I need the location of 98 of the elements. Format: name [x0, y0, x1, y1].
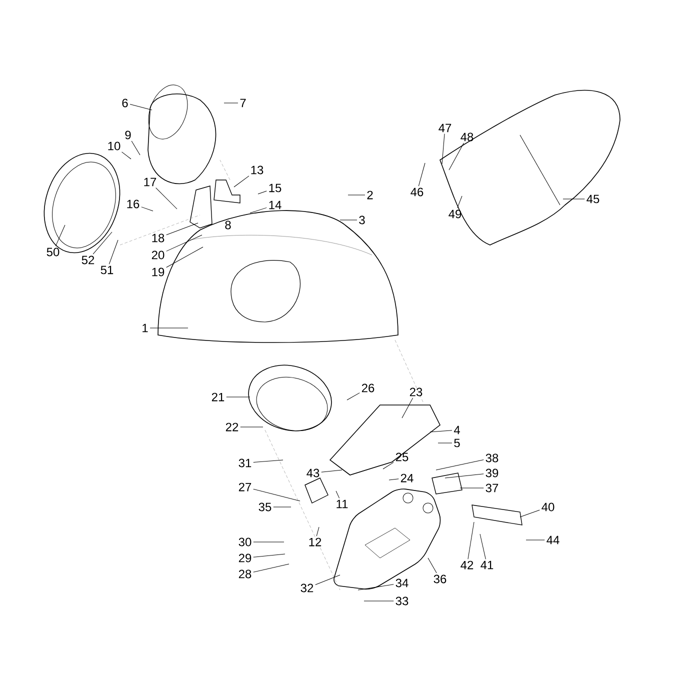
leader-line — [130, 104, 152, 110]
callout-number: 28 — [238, 570, 252, 578]
callout-number: 49 — [448, 210, 462, 218]
leader-line — [436, 460, 484, 470]
callout-number: 51 — [100, 266, 114, 274]
leader-line — [253, 554, 286, 558]
callout-number: 24 — [400, 474, 414, 482]
leader-line — [468, 522, 474, 560]
callout-number: 47 — [438, 124, 452, 132]
leader-line — [250, 207, 267, 214]
leader-line — [166, 234, 202, 252]
callout-number: 39 — [486, 468, 498, 478]
callout-number: 17 — [144, 178, 156, 186]
callout-number: 41 — [480, 560, 494, 570]
callout-number: 15 — [269, 184, 282, 192]
callout-number: 9 — [125, 130, 131, 140]
callout-number: 1 — [142, 324, 148, 332]
callout-number: 44 — [546, 536, 560, 544]
leader-line — [448, 142, 464, 170]
callout-number: 11 — [336, 500, 348, 508]
callout-number: 20 — [152, 250, 164, 260]
leader-line — [122, 152, 132, 160]
callout-number: 2 — [367, 190, 373, 200]
callout-number: 45 — [586, 194, 600, 204]
leader-line — [418, 162, 426, 186]
leader-line — [273, 506, 292, 508]
callout-number: 13 — [251, 166, 264, 174]
leader-line — [226, 396, 250, 398]
callout-number: 3 — [359, 216, 365, 224]
callout-number: 32 — [300, 584, 314, 592]
leader-line — [141, 206, 154, 212]
callout-number: 16 — [127, 200, 140, 208]
callout-number: 43 — [306, 468, 320, 478]
callout-number: 8 — [225, 220, 231, 230]
leader-line — [321, 470, 342, 472]
leader-line — [388, 478, 399, 480]
leader-line — [336, 490, 340, 498]
leader-line — [240, 426, 264, 428]
leader-line — [253, 564, 290, 572]
callout-number: 33 — [396, 596, 408, 606]
leader-line — [166, 246, 204, 268]
callout-number: 7 — [240, 98, 246, 108]
callout-number: 6 — [122, 98, 128, 108]
leader-line — [364, 600, 394, 602]
leader-line — [131, 140, 140, 156]
leader-line — [348, 194, 366, 196]
callout-number: 31 — [238, 458, 252, 468]
callout-number: 36 — [434, 574, 446, 584]
callout-number: 25 — [396, 452, 408, 462]
leader-line — [444, 474, 484, 478]
leader-line — [520, 510, 540, 518]
callout-number: 19 — [152, 268, 164, 276]
leader-line — [480, 534, 486, 560]
callout-number: 23 — [410, 388, 422, 396]
callout-number: 12 — [309, 538, 322, 546]
leader-line — [358, 584, 394, 590]
callout-number: 38 — [486, 454, 498, 462]
leader-line — [402, 398, 414, 418]
callout-number: 52 — [82, 256, 94, 264]
callout-number: 21 — [212, 392, 224, 402]
callout-number: 30 — [238, 538, 252, 546]
leader-line — [442, 134, 445, 164]
leader-line — [166, 222, 198, 236]
callout-number: 18 — [152, 234, 164, 242]
leader-line — [253, 460, 284, 463]
callout-number: 46 — [410, 188, 424, 196]
leader-line — [438, 442, 452, 444]
leader-line — [108, 240, 118, 264]
leader-line — [315, 574, 340, 585]
leader-line — [55, 224, 66, 246]
callout-number: 34 — [396, 578, 408, 588]
leader-line — [562, 198, 585, 200]
callout-number: 37 — [486, 484, 498, 492]
callout-number: 10 — [108, 142, 120, 150]
callout-number: 40 — [542, 502, 554, 512]
leader-line — [156, 188, 178, 210]
leader-line — [430, 430, 452, 432]
leader-line — [253, 488, 300, 502]
callout-number: 4 — [454, 426, 460, 434]
leader-line — [224, 102, 238, 104]
callout-number: 29 — [238, 554, 252, 562]
leader-line — [382, 462, 394, 470]
callout-number: 35 — [258, 502, 272, 512]
leader-line — [316, 526, 320, 536]
callout-number: 42 — [460, 560, 474, 570]
leader-line — [428, 558, 437, 574]
callout-number: 5 — [454, 438, 460, 448]
callout-number: 22 — [226, 422, 238, 432]
leader-line — [457, 196, 462, 208]
callout-number: 48 — [460, 132, 474, 142]
leader-line — [234, 176, 250, 188]
leader-line — [92, 232, 112, 254]
callout-number: 50 — [46, 248, 60, 256]
callout-number: 14 — [269, 200, 282, 210]
leader-line — [346, 392, 360, 400]
callout-number: 26 — [362, 384, 374, 392]
leader-line — [258, 190, 267, 194]
callout-number: 27 — [238, 482, 252, 492]
